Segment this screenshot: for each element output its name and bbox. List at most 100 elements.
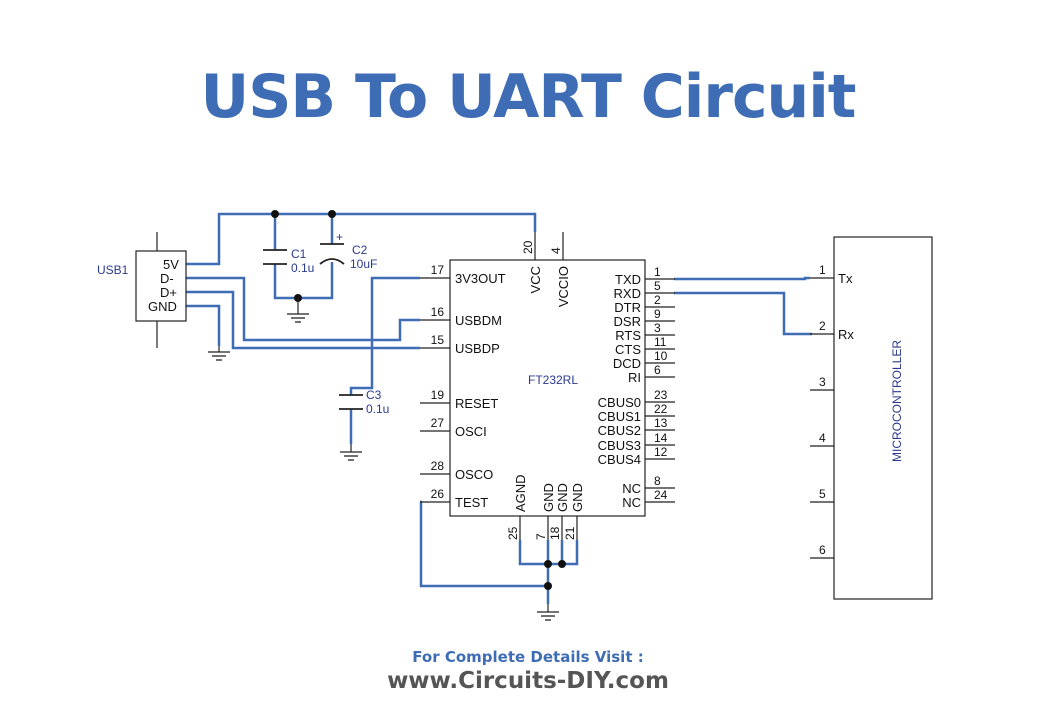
ic-pin-number: 5 [654, 279, 661, 293]
mcu-pin-number: 4 [819, 431, 826, 445]
mcu-pin-label-rx: Rx [838, 327, 854, 342]
ic-pin-number: 27 [431, 416, 445, 430]
ic-pin-number: 26 [431, 487, 445, 501]
ic-pin-label-dcd: DCD [613, 356, 641, 371]
capacitor-c3: C3 0.1u [339, 388, 389, 416]
wire-3v3out [349, 276, 420, 395]
c2-ref: C2 [352, 243, 368, 257]
usb-ref-label: USB1 [97, 263, 129, 277]
junction-dot [544, 582, 552, 590]
ic-pin-label-ri: RI [628, 370, 641, 385]
mcu-pin-number: 5 [819, 487, 826, 501]
ic-pin-number: 3 [654, 321, 661, 335]
ic-pin-label-cbus2: CBUS2 [598, 423, 641, 438]
ic-pin-number: 7 [534, 533, 548, 540]
c3-ref: C3 [366, 388, 382, 402]
ic-pin-number: 11 [654, 335, 667, 349]
ground-icon [339, 451, 363, 461]
ic-pin-label-usbdp: USBDP [455, 341, 500, 356]
ic-pin-label-reset: RESET [455, 396, 498, 411]
usb-connector: USB1 5V D- D+ GND [97, 232, 187, 348]
wire-usb-gnd [186, 304, 221, 346]
ic-pin-label-3v3out: 3V3OUT [455, 271, 506, 286]
usb-pin-5v: 5V [163, 257, 179, 272]
ic-pin-label-gnd: GND [541, 483, 556, 512]
ic-pin-label-nc: NC [622, 495, 641, 510]
c1-ref: C1 [291, 247, 307, 261]
ic-pin-number: 2 [654, 293, 661, 307]
ic-pin-number: 22 [654, 402, 668, 416]
ic-name: FT232RL [528, 373, 578, 387]
ic-pin-label-dtr: DTR [614, 300, 641, 315]
ic-pin-label-usbdm: USBDM [455, 313, 502, 328]
ic-pin-label-cbus1: CBUS1 [598, 409, 641, 424]
ground-icon [286, 313, 310, 323]
ic-pin-number: 19 [431, 388, 445, 402]
ic-pin-label-nc: NC [622, 481, 641, 496]
usb-pin-d-plus: D+ [160, 285, 177, 300]
wire-test-ground [419, 500, 548, 588]
mcu-pin-number: 1 [819, 263, 826, 277]
wire-5v-vcc [186, 212, 537, 266]
ic-pin-label-cbus0: CBUS0 [598, 395, 641, 410]
ic-pin-label-osci: OSCI [455, 424, 487, 439]
usb-pin-d-minus: D- [160, 271, 174, 286]
ic-pin-number: 10 [654, 349, 668, 363]
ic-pin-number: 15 [431, 333, 445, 347]
ic-pin-number: 23 [654, 388, 668, 402]
microcontroller-label: MICROCONTROLLER [890, 340, 904, 462]
c2-value: 10uF [350, 257, 377, 271]
ic-pin-number: 16 [431, 305, 445, 319]
junction-dots [271, 210, 566, 590]
capacitor-c1: C1 0.1u [263, 247, 314, 275]
ic-pin-number: 24 [654, 488, 668, 502]
ic-pin-number: 17 [431, 263, 445, 277]
footer-url: www.Circuits-DIY.com [387, 668, 669, 694]
ic-pin-label-cbus4: CBUS4 [598, 452, 641, 467]
ground-icon [207, 351, 231, 361]
ic-pin-label-gnd: GND [570, 483, 585, 512]
ic-pin-number: 8 [654, 474, 661, 488]
ic-pin-number: 20 [521, 240, 535, 254]
wire-d-plus [186, 290, 420, 350]
ic-pin-label-vccio: VCCIO [556, 266, 571, 307]
ic-pin-label-txd: TXD [615, 272, 641, 287]
mcu-pin-number: 3 [819, 375, 826, 389]
junction-dot [558, 560, 566, 568]
ic-pin-number: 12 [654, 445, 668, 459]
ic-ft232rl: FT232RL 173V3OUT16USBDM15USBDP19RESET27O… [420, 232, 675, 540]
ic-pin-label-test: TEST [455, 495, 488, 510]
ic-pin-label-rts: RTS [615, 328, 641, 343]
ic-pin-label-dsr: DSR [614, 314, 641, 329]
page-title: USB To UART Circuit [200, 62, 857, 132]
wire-d-minus [186, 276, 420, 342]
capacitor-c2: + C2 10uF [319, 230, 377, 271]
c1-value: 0.1u [291, 261, 314, 275]
ic-pin-label-vcc: VCC [528, 266, 543, 293]
ic-pin-label-rxd: RXD [614, 286, 641, 301]
ic-pin-label-cts: CTS [615, 342, 641, 357]
junction-dot [328, 210, 336, 218]
ground-icon [536, 611, 560, 621]
mcu-pin-label-tx: Tx [838, 271, 853, 286]
ic-pin-label-gnd: GND [555, 483, 570, 512]
c3-value: 0.1u [366, 402, 389, 416]
ic-pin-number: 6 [654, 363, 661, 377]
wire-rxd-rx [674, 291, 812, 336]
ic-pin-number: 28 [431, 459, 445, 473]
ic-pin-number: 25 [506, 526, 520, 540]
ic-pin-number: 9 [654, 307, 661, 321]
ic-pin-label-agnd: AGND [513, 474, 528, 512]
ic-pin-number: 1 [654, 265, 661, 279]
footer-visit-label: For Complete Details Visit : [412, 648, 644, 666]
junction-dot [544, 560, 552, 568]
ic-pin-number: 13 [654, 416, 668, 430]
ic-pin-label-osco: OSCO [455, 467, 493, 482]
